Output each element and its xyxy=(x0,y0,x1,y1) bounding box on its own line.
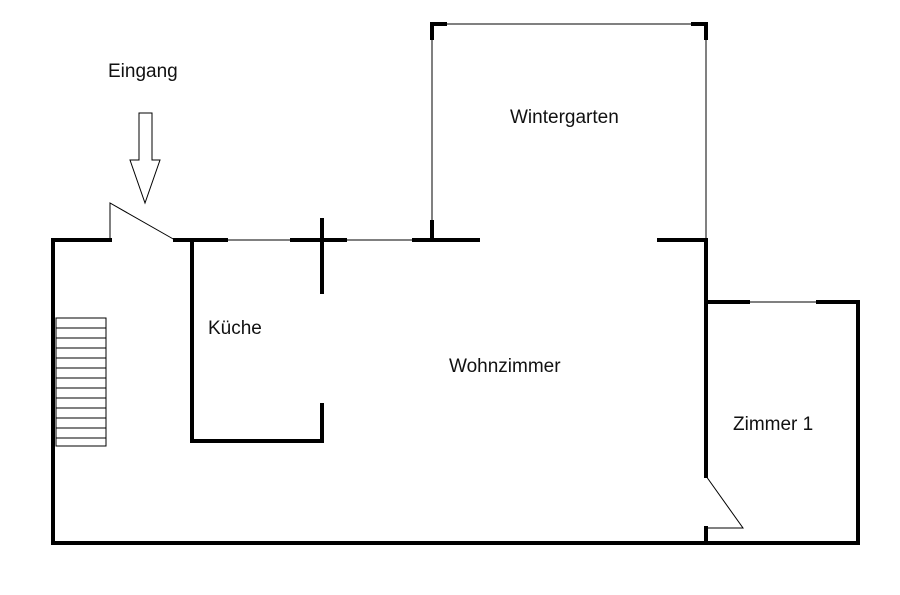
label-living-room: Wohnzimmer xyxy=(449,356,561,377)
door-swing-icon xyxy=(705,475,744,529)
entrance-arrow-icon xyxy=(129,112,161,205)
conservatory-outline xyxy=(430,22,708,242)
label-entrance: Eingang xyxy=(108,61,178,82)
door-swing-icon xyxy=(109,202,176,241)
kitchen-walls xyxy=(190,218,324,443)
outer-walls xyxy=(51,238,708,545)
label-kitchen: Küche xyxy=(208,318,262,339)
label-room-1: Zimmer 1 xyxy=(733,414,813,435)
stairs-icon xyxy=(55,317,107,447)
label-conservatory: Wintergarten xyxy=(510,107,619,128)
room-1-walls xyxy=(641,300,860,545)
